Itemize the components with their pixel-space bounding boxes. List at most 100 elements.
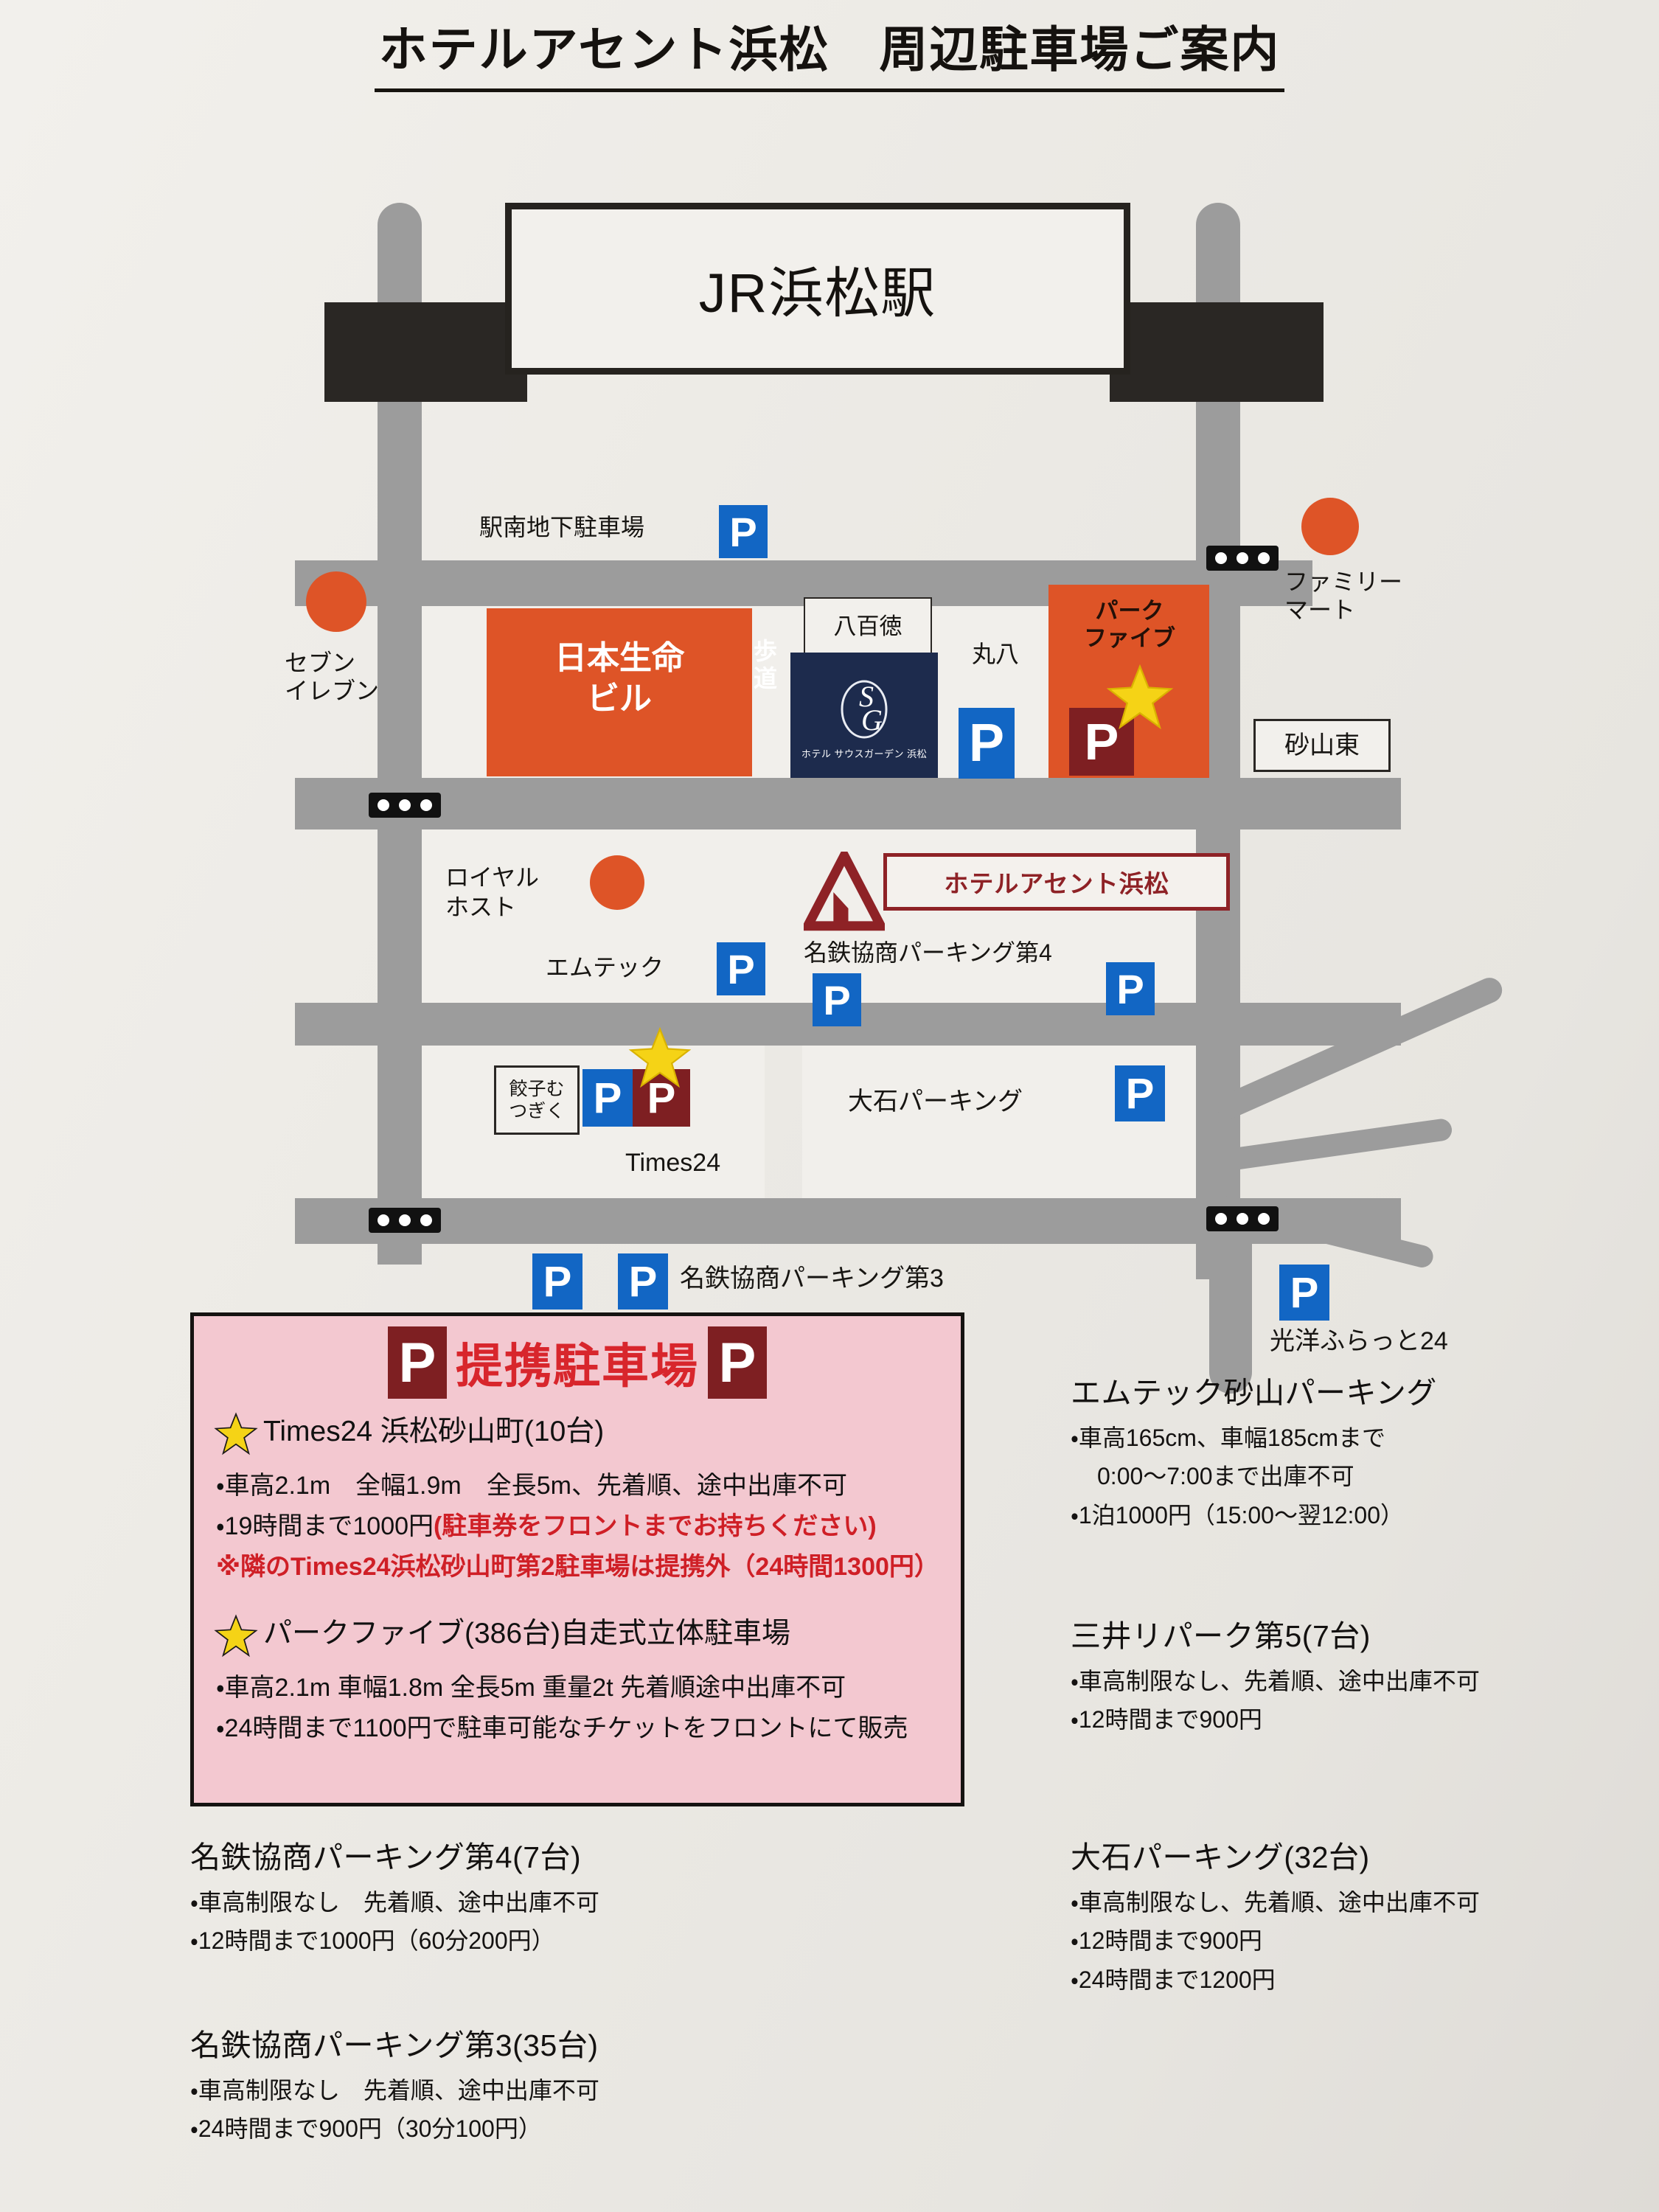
p-sign-meitetsu3-b: P (618, 1253, 668, 1310)
info-meitetsu3-title: 名鉄協商パーキング第3(35台) (190, 2028, 599, 2062)
partner-parking-panel: P 提携駐車場 P Times24 浜松砂山町(10台) ・車高2.1m 全幅1… (190, 1312, 964, 1806)
p-sign-kouyou: P (1279, 1265, 1329, 1321)
south-garden-label: ホテル サウスガーデン 浜松 (801, 748, 928, 759)
partner-parking-header: P 提携駐車場 P (194, 1326, 961, 1399)
partner-parking-title: 提携駐車場 (456, 1340, 699, 1393)
station-platform-right (1110, 302, 1324, 402)
entry-times24-line-2-base: ・19時間まで1000円 (216, 1512, 434, 1541)
p-sign-park-five: P (1069, 708, 1134, 776)
svg-text:G: G (861, 703, 883, 737)
royal-host-marker (590, 855, 644, 910)
family-mart-label: ファミリー マート (1284, 568, 1403, 624)
p-sign-meitetsu4-a: P (813, 973, 861, 1026)
road-diagonal-a (1213, 973, 1506, 1123)
south-garden-building: S G ホテル サウスガーデン 浜松 (790, 653, 938, 778)
entry-times24-line-1: ・車高2.1m 全幅1.9m 全長5m、先着順、途中出庫不可 (216, 1472, 847, 1500)
entry-times24-line-2-note: (駐車券をフロントまでお持ちください) (434, 1512, 877, 1541)
meitetsu3-map-label: 名鉄協商パーキング第3 (680, 1265, 944, 1293)
entry-times24-name: Times24 浜松砂山町(10台) (263, 1416, 605, 1447)
parking-map: JR浜松駅 日本生命 ビル 歩 道 八百徳 S G ホテル (0, 88, 1659, 1394)
p-mark-right: P (708, 1326, 767, 1399)
road-diagonal-b (1216, 1117, 1453, 1172)
p-sign-ekinan: P (719, 505, 768, 558)
entry-parkfive-heading: パークファイブ(386台)自走式立体駐車場 (213, 1614, 961, 1662)
entry-parkfive-line-2: ・24時間まで1100円で駐車可能なチケットをフロントにて販売 (216, 1714, 908, 1743)
p-sign-oishi: P (1115, 1065, 1165, 1121)
crosswalk-left-1 (369, 793, 441, 818)
nissei-label: 日本生命 ビル (554, 640, 684, 717)
sunayama-higashi-label: 砂山東 (1284, 731, 1360, 759)
maruhachi-label: 丸八 (972, 641, 1020, 667)
info-oishi-line-3: ・24時間まで1200円 (1071, 1966, 1276, 1993)
info-oishi-line-1: ・車高制限なし、先着順、途中出庫不可 (1071, 1889, 1480, 1916)
page-title-text: ホテルアセント浜松 周辺駐車場ご案内 (374, 10, 1285, 92)
info-block-meitetsu3: 名鉄協商パーキング第3(35台) ・車高制限なし 先着順、途中出庫不可 ・24時… (190, 2020, 780, 2154)
p-sign-mtec: P (717, 942, 765, 995)
info-meitetsu4-line-2: ・12時間まで1000円（60分200円） (190, 1927, 555, 1955)
info-meitetsu3-line-1: ・車高制限なし 先着順、途中出庫不可 (190, 2077, 599, 2104)
info-meitetsu4-title: 名鉄協商パーキング第4(7台) (190, 1840, 582, 1874)
seven-eleven-label: セブン イレブン (285, 650, 380, 705)
star-icon-park-five (1105, 664, 1175, 731)
svg-text:S: S (859, 680, 874, 713)
park-five-label: パーク ファイブ (1084, 598, 1175, 652)
info-block-mtec: エムテック砂山パーキング ・車高165cm、車幅185cmまで 0:00〜7:0… (1071, 1368, 1616, 1540)
info-mitsui5-line-2: ・12時間まで900円 (1071, 1706, 1262, 1733)
times24-label: Times24 (625, 1149, 721, 1177)
hotel-ascent-logo-icon (799, 845, 889, 933)
entry-parkfive-line-1: ・車高2.1m 車幅1.8m 全長5m 重量2t 先着順途中出庫不可 (216, 1674, 846, 1703)
jr-station-box: JR浜松駅 (505, 203, 1130, 375)
ekinan-label: 駅南地下駐車場 (479, 514, 645, 540)
page-title: ホテルアセント浜松 周辺駐車場ご案内 (0, 10, 1659, 92)
crosswalk-right-2 (1206, 1206, 1279, 1231)
royal-host-label: ロイヤル ホスト (445, 864, 540, 920)
info-mtec-title: エムテック砂山パーキング (1071, 1376, 1437, 1410)
star-icon-times24 (627, 1026, 693, 1090)
info-mtec-line-1: ・車高165cm、車幅185cmまで (1071, 1425, 1385, 1451)
p-sign-meitetsu4-b: P (1106, 962, 1155, 1015)
hotel-ascent-banner-label: ホテルアセント浜松 (944, 870, 1169, 897)
sg-monogram-icon: S G (841, 680, 888, 738)
info-meitetsu3-line-2: ・24時間まで900円（30分100円） (190, 2115, 542, 2143)
info-block-oishi: 大石パーキング(32台) ・車高制限なし、先着順、途中出庫不可 ・12時間まで9… (1071, 1832, 1616, 2004)
road-vertical-right-lower (1209, 1224, 1252, 1394)
info-block-mitsui5: 三井リパーク第5(7台) ・車高制限なし、先着順、途中出庫不可 ・12時間まで9… (1071, 1611, 1616, 1745)
road-horizontal-2 (295, 778, 1401, 830)
p-sign-times24-dark: P (633, 1069, 690, 1127)
hodou-label: 歩 道 (754, 638, 778, 692)
sunayama-higashi-box: 砂山東 (1253, 719, 1391, 772)
family-mart-marker (1301, 498, 1359, 555)
info-mtec-line-3: ・1泊1000円（15:00〜翌12:00） (1071, 1501, 1405, 1528)
station-platform-left (324, 302, 527, 402)
oishi-map-label: 大石パーキング (848, 1088, 1023, 1116)
crosswalk-right-1 (1206, 546, 1279, 571)
star-icon-entry-1 (213, 1412, 259, 1460)
info-mitsui5-line-1: ・車高制限なし、先着順、途中出庫不可 (1071, 1668, 1480, 1694)
hotel-ascent-banner: ホテルアセント浜松 (883, 853, 1230, 911)
yaotoku-label: 八百徳 (833, 613, 902, 639)
star-icon-entry-2 (213, 1614, 259, 1662)
p-sign-meitetsu3-a: P (532, 1253, 582, 1310)
yaotoku-box: 八百徳 (804, 597, 932, 656)
seven-eleven-marker (306, 571, 366, 632)
crosswalk-left-2 (369, 1208, 441, 1233)
gyoza-label: 餃子む つぎく (509, 1079, 565, 1121)
mtec-label: エムテック (546, 954, 664, 981)
p-sign-times24-blue: P (582, 1069, 633, 1127)
entry-parkfive-name: パークファイブ(386台)自走式立体駐車場 (263, 1618, 791, 1650)
gyoza-box: 餃子む つぎく (494, 1065, 580, 1135)
info-oishi-title: 大石パーキング(32台) (1071, 1840, 1370, 1874)
entry-times24-line-2: ・19時間まで1000円(駐車券をフロントまでお持ちください) (216, 1512, 961, 1541)
p-mark-left: P (388, 1326, 447, 1399)
info-oishi-line-2: ・12時間まで900円 (1071, 1927, 1262, 1955)
p-sign-maruhachi: P (959, 708, 1015, 779)
entry-times24-line-3: ※隣のTimes24浜松砂山町第2駐車場は提携外（24時間1300円） (216, 1553, 939, 1582)
info-mtec-line-2: 0:00〜7:00まで出庫不可 (1097, 1463, 1354, 1490)
meitetsu4-map-label: 名鉄協商パーキング第4 (804, 939, 1052, 966)
nissei-building (487, 608, 752, 776)
info-mitsui5-title: 三井リパーク第5(7台) (1071, 1619, 1371, 1653)
jr-station-label: JR浜松駅 (698, 262, 937, 324)
info-block-meitetsu4: 名鉄協商パーキング第4(7台) ・車高制限なし 先着順、途中出庫不可 ・12時間… (190, 1832, 780, 1966)
entry-times24-heading: Times24 浜松砂山町(10台) (213, 1412, 961, 1460)
